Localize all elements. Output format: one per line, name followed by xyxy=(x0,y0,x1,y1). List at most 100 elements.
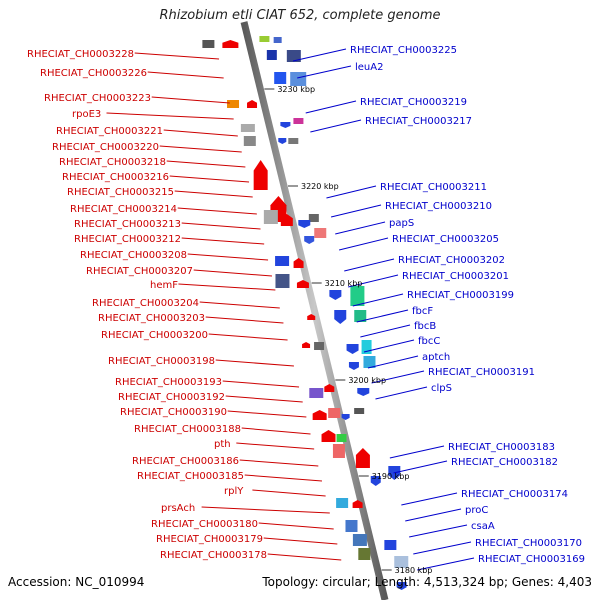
left-gene-label[interactable]: RHECIAT_CH0003228 xyxy=(27,49,134,60)
left-gene-label[interactable]: RHECIAT_CH0003198 xyxy=(108,356,215,367)
gene-block xyxy=(275,274,290,288)
left-leader-line xyxy=(241,427,311,435)
right-gene-label[interactable]: RHECIAT_CH0003211 xyxy=(380,182,487,193)
left-gene-label[interactable]: RHECIAT_CH0003226 xyxy=(40,68,147,79)
kbp-tick-label: 3190 kbp xyxy=(372,472,410,481)
left-gene-label[interactable]: RHECIAT_CH0003215 xyxy=(67,187,174,198)
left-gene-label[interactable]: RHECIAT_CH0003200 xyxy=(101,330,208,341)
left-gene-label[interactable]: RHECIAT_CH0003223 xyxy=(44,93,151,104)
right-gene-label[interactable]: fbcF xyxy=(412,306,433,317)
left-gene-label[interactable]: prsAch xyxy=(161,503,195,514)
left-gene-label[interactable]: pth xyxy=(214,439,231,450)
left-gene-label[interactable]: RHECIAT_CH0003204 xyxy=(92,298,199,309)
right-gene-label[interactable]: csaA xyxy=(471,521,495,532)
gene-block xyxy=(336,498,349,508)
right-gene-label[interactable]: RHECIAT_CH0003170 xyxy=(475,538,582,549)
right-gene-label[interactable]: RHECIAT_CH0003199 xyxy=(407,290,514,301)
gene-arrow xyxy=(348,362,359,370)
gene-block xyxy=(352,534,367,546)
left-gene-label[interactable]: RHECIAT_CH0003207 xyxy=(86,266,193,277)
right-gene-label[interactable]: fbcB xyxy=(414,321,436,332)
left-gene-label[interactable]: rpoE3 xyxy=(72,109,101,120)
right-gene-label[interactable]: fbcC xyxy=(418,336,440,347)
right-gene-label[interactable]: RHECIAT_CH0003191 xyxy=(428,367,535,378)
genome-summary-text: Topology: circular; Length: 4,513,324 bp… xyxy=(262,575,592,589)
left-gene-label[interactable]: RHECIAT_CH0003185 xyxy=(137,471,244,482)
left-leader-line xyxy=(106,112,234,120)
gene-block xyxy=(240,124,255,132)
right-leader-line xyxy=(339,237,389,251)
right-gene-label[interactable]: papS xyxy=(389,218,414,229)
gene-block xyxy=(394,556,409,568)
gene-block xyxy=(273,37,282,43)
left-gene-label[interactable]: hemF xyxy=(150,280,178,291)
left-leader-line xyxy=(244,474,323,482)
left-leader-line xyxy=(263,537,338,545)
right-leader-line xyxy=(310,119,362,133)
gene-arrow xyxy=(307,314,316,320)
right-leader-line xyxy=(413,541,472,555)
gene-arrow xyxy=(324,384,335,392)
gene-block xyxy=(361,340,372,354)
left-gene-label[interactable]: RHECIAT_CH0003220 xyxy=(52,142,159,153)
gene-block xyxy=(227,100,240,108)
gene-block xyxy=(363,356,376,368)
right-leader-line xyxy=(371,370,425,384)
right-gene-label[interactable]: RHECIAT_CH0003217 xyxy=(365,116,472,127)
gene-arrow xyxy=(321,430,336,442)
gene-block xyxy=(314,342,325,350)
left-gene-label[interactable]: RHECIAT_CH0003221 xyxy=(56,126,163,137)
left-gene-label[interactable]: RHECIAT_CH0003216 xyxy=(62,172,169,183)
left-gene-label[interactable]: RHECIAT_CH0003213 xyxy=(74,219,181,230)
gene-block xyxy=(293,118,304,124)
left-gene-label[interactable]: RHECIAT_CH0003180 xyxy=(151,519,258,530)
right-gene-label[interactable]: proC xyxy=(465,505,488,516)
kbp-tick-label: 3200 kbp xyxy=(348,376,386,385)
gene-arrow xyxy=(329,290,342,300)
right-gene-label[interactable]: RHECIAT_CH0003201 xyxy=(402,271,509,282)
right-gene-label[interactable]: RHECIAT_CH0003182 xyxy=(451,457,558,468)
right-gene-label[interactable]: RHECIAT_CH0003169 xyxy=(478,554,585,565)
left-gene-label[interactable]: RHECIAT_CH0003193 xyxy=(115,377,222,388)
right-gene-label[interactable]: RHECIAT_CH0003183 xyxy=(448,442,555,453)
left-gene-label[interactable]: RHECIAT_CH0003208 xyxy=(80,250,187,261)
left-gene-label[interactable]: RHECIAT_CH0003178 xyxy=(160,550,267,561)
right-leader-line xyxy=(367,355,419,369)
left-leader-line xyxy=(258,522,334,530)
left-gene-label[interactable]: RHECIAT_CH0003214 xyxy=(70,204,177,215)
gene-arrow xyxy=(370,476,381,486)
right-leader-line xyxy=(344,258,395,272)
gene-block xyxy=(286,50,301,62)
left-gene-label[interactable]: RHECIAT_CH0003179 xyxy=(156,534,263,545)
gene-arrow xyxy=(334,310,347,324)
right-gene-label[interactable]: RHECIAT_CH0003210 xyxy=(385,201,492,212)
left-gene-label[interactable]: RHECIAT_CH0003218 xyxy=(59,157,166,168)
left-gene-label[interactable]: RHECIAT_CH0003190 xyxy=(120,407,227,418)
right-gene-label[interactable]: leuA2 xyxy=(355,62,383,73)
right-gene-label[interactable]: RHECIAT_CH0003174 xyxy=(461,489,568,500)
gene-block xyxy=(314,228,327,238)
right-gene-label[interactable]: RHECIAT_CH0003202 xyxy=(398,255,505,266)
right-gene-label[interactable]: RHECIAT_CH0003225 xyxy=(350,45,457,56)
right-gene-label[interactable]: clpS xyxy=(431,383,452,394)
left-leader-line xyxy=(227,410,307,418)
left-gene-label[interactable]: RHECIAT_CH0003192 xyxy=(118,392,225,403)
left-gene-label[interactable]: RHECIAT_CH0003203 xyxy=(98,313,205,324)
gene-arrow xyxy=(296,280,309,288)
gene-block xyxy=(288,138,299,144)
right-leader-line xyxy=(335,221,386,235)
right-leader-line xyxy=(330,204,382,218)
right-leader-line xyxy=(405,508,462,522)
left-gene-label[interactable]: RHECIAT_CH0003212 xyxy=(74,234,181,245)
right-gene-label[interactable]: RHECIAT_CH0003219 xyxy=(360,97,467,108)
gene-block xyxy=(243,136,256,146)
left-gene-label[interactable]: rplY xyxy=(224,486,244,497)
left-leader-line xyxy=(187,253,269,261)
left-gene-label[interactable]: RHECIAT_CH0003188 xyxy=(134,424,241,435)
accession-text: Accession: NC_010994 xyxy=(8,575,145,589)
right-gene-label[interactable]: aptch xyxy=(422,352,450,363)
left-gene-label[interactable]: RHECIAT_CH0003186 xyxy=(132,456,239,467)
right-gene-label[interactable]: RHECIAT_CH0003205 xyxy=(392,234,499,245)
right-leader-line xyxy=(389,445,445,459)
